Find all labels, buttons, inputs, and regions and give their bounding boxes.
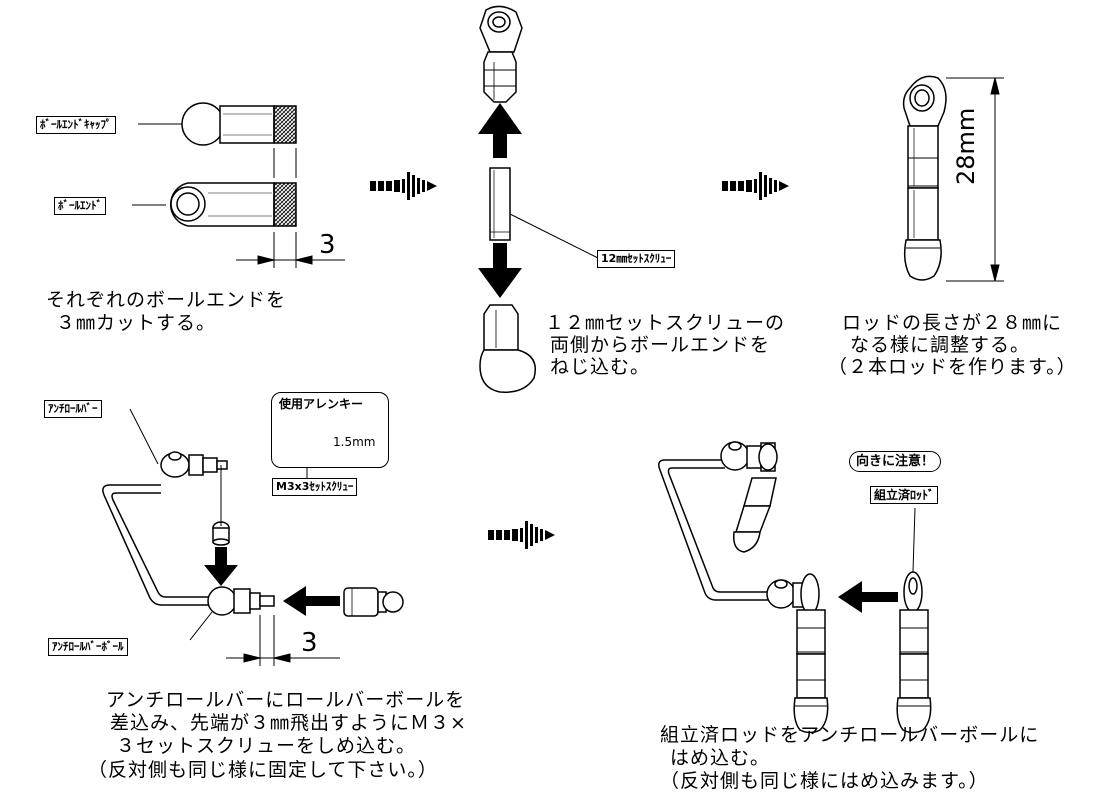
allen-key-title: 使用アレンキー bbox=[279, 397, 364, 411]
step4-top-bar-ball bbox=[160, 451, 228, 478]
caption-line: はめ込む。 bbox=[670, 747, 771, 769]
protrude-dimension-value: 3 bbox=[301, 628, 318, 658]
caption-line: なる様に調整する。 bbox=[850, 334, 1031, 356]
step3-length-dimension bbox=[946, 77, 1004, 282]
m3-set-screw-label: M3x3ｾｯﾄｽｸﾘｭｰ bbox=[272, 478, 358, 496]
step4-ball bbox=[343, 587, 404, 617]
leader-line bbox=[129, 408, 159, 465]
caption-line: アンチロールバーにロールバーボールを bbox=[106, 689, 466, 711]
step1-ball-end bbox=[169, 182, 297, 227]
leader-line bbox=[912, 507, 916, 573]
step5-arrow-left bbox=[838, 581, 898, 613]
caption-line: それぞれのボールエンドを bbox=[46, 289, 287, 311]
step-arrow-icon bbox=[488, 521, 555, 549]
step2-arrow-down bbox=[478, 243, 522, 298]
anti-roll-bar-label: ｱﾝﾁﾛｰﾙﾊﾞｰ bbox=[44, 400, 102, 418]
leader-line bbox=[509, 213, 599, 259]
caption-line: ３㎜カットする。 bbox=[56, 312, 217, 334]
allen-key-size: 1.5mm bbox=[333, 435, 376, 449]
anti-roll-bar-ball-label: ｱﾝﾁﾛｰﾙﾊﾞｰﾎﾞｰﾙ bbox=[48, 638, 128, 656]
caption-line: 両側からボールエンドを bbox=[550, 334, 771, 356]
step2-top-ball-end bbox=[479, 5, 523, 103]
step2-set-screw bbox=[489, 167, 511, 241]
step4-protrude-dimension bbox=[226, 615, 340, 666]
caption-line: （反対側も同じ様にはめ込みます。） bbox=[660, 770, 989, 792]
step5-lower-ball-and-rod bbox=[766, 573, 829, 734]
step4-anti-roll-bar bbox=[102, 484, 212, 606]
set-screw-label: 12㎜ｾｯﾄｽｸﾘｭｰ bbox=[597, 250, 676, 268]
rod-length-value: 28mm bbox=[952, 107, 980, 185]
caption-line: １２㎜セットスクリューの bbox=[545, 312, 786, 334]
step1-cut-dimension bbox=[236, 148, 345, 268]
ball-end-label: ﾎﾞｰﾙｴﾝﾄﾞ bbox=[54, 197, 106, 215]
leader-line bbox=[189, 611, 213, 641]
allen-key-box bbox=[271, 392, 389, 468]
step4-set-screw bbox=[212, 521, 230, 546]
step-arrow-icon bbox=[722, 172, 789, 200]
step1-ball-end-cap bbox=[181, 102, 297, 146]
step3-rod bbox=[902, 75, 947, 281]
step2-arrow-up bbox=[478, 103, 522, 158]
step4-bar-ball bbox=[207, 586, 275, 616]
caption-line: （反対側も同じ様に固定して下さい。） bbox=[88, 759, 438, 781]
caption-line: 差込み、先端が３㎜飛出すようにＭ３× bbox=[110, 712, 467, 734]
caption-line: 組立済ロッドをアンチロールバーボールに bbox=[660, 724, 1040, 746]
step2-bottom-ball-end bbox=[479, 304, 536, 393]
caption-line: ３セットスクリューをしめ込む。 bbox=[116, 735, 417, 757]
caption-line: （２本ロッドを作ります。） bbox=[828, 356, 1077, 378]
step4-arrow-down bbox=[204, 547, 238, 586]
step5-assembled-rod bbox=[896, 571, 932, 734]
step5-anti-roll-bar bbox=[658, 459, 775, 601]
ball-end-cap-label: ﾎﾞｰﾙｴﾝﾄﾞｷｬｯﾌﾟ bbox=[36, 116, 116, 134]
orientation-note: 向きに注意！ bbox=[849, 451, 942, 472]
caption-line: ロッドの長さが２８㎜に bbox=[842, 312, 1063, 334]
assembled-rod-label: 組立済ﾛｯﾄﾞ bbox=[870, 486, 939, 504]
step-arrow-icon bbox=[370, 172, 437, 200]
step5-upper-ball-and-rod bbox=[720, 441, 778, 553]
caption-line: ねじ込む。 bbox=[550, 356, 651, 378]
cut-dimension-value: 3 bbox=[319, 230, 336, 260]
step4-arrow-left bbox=[283, 586, 340, 616]
